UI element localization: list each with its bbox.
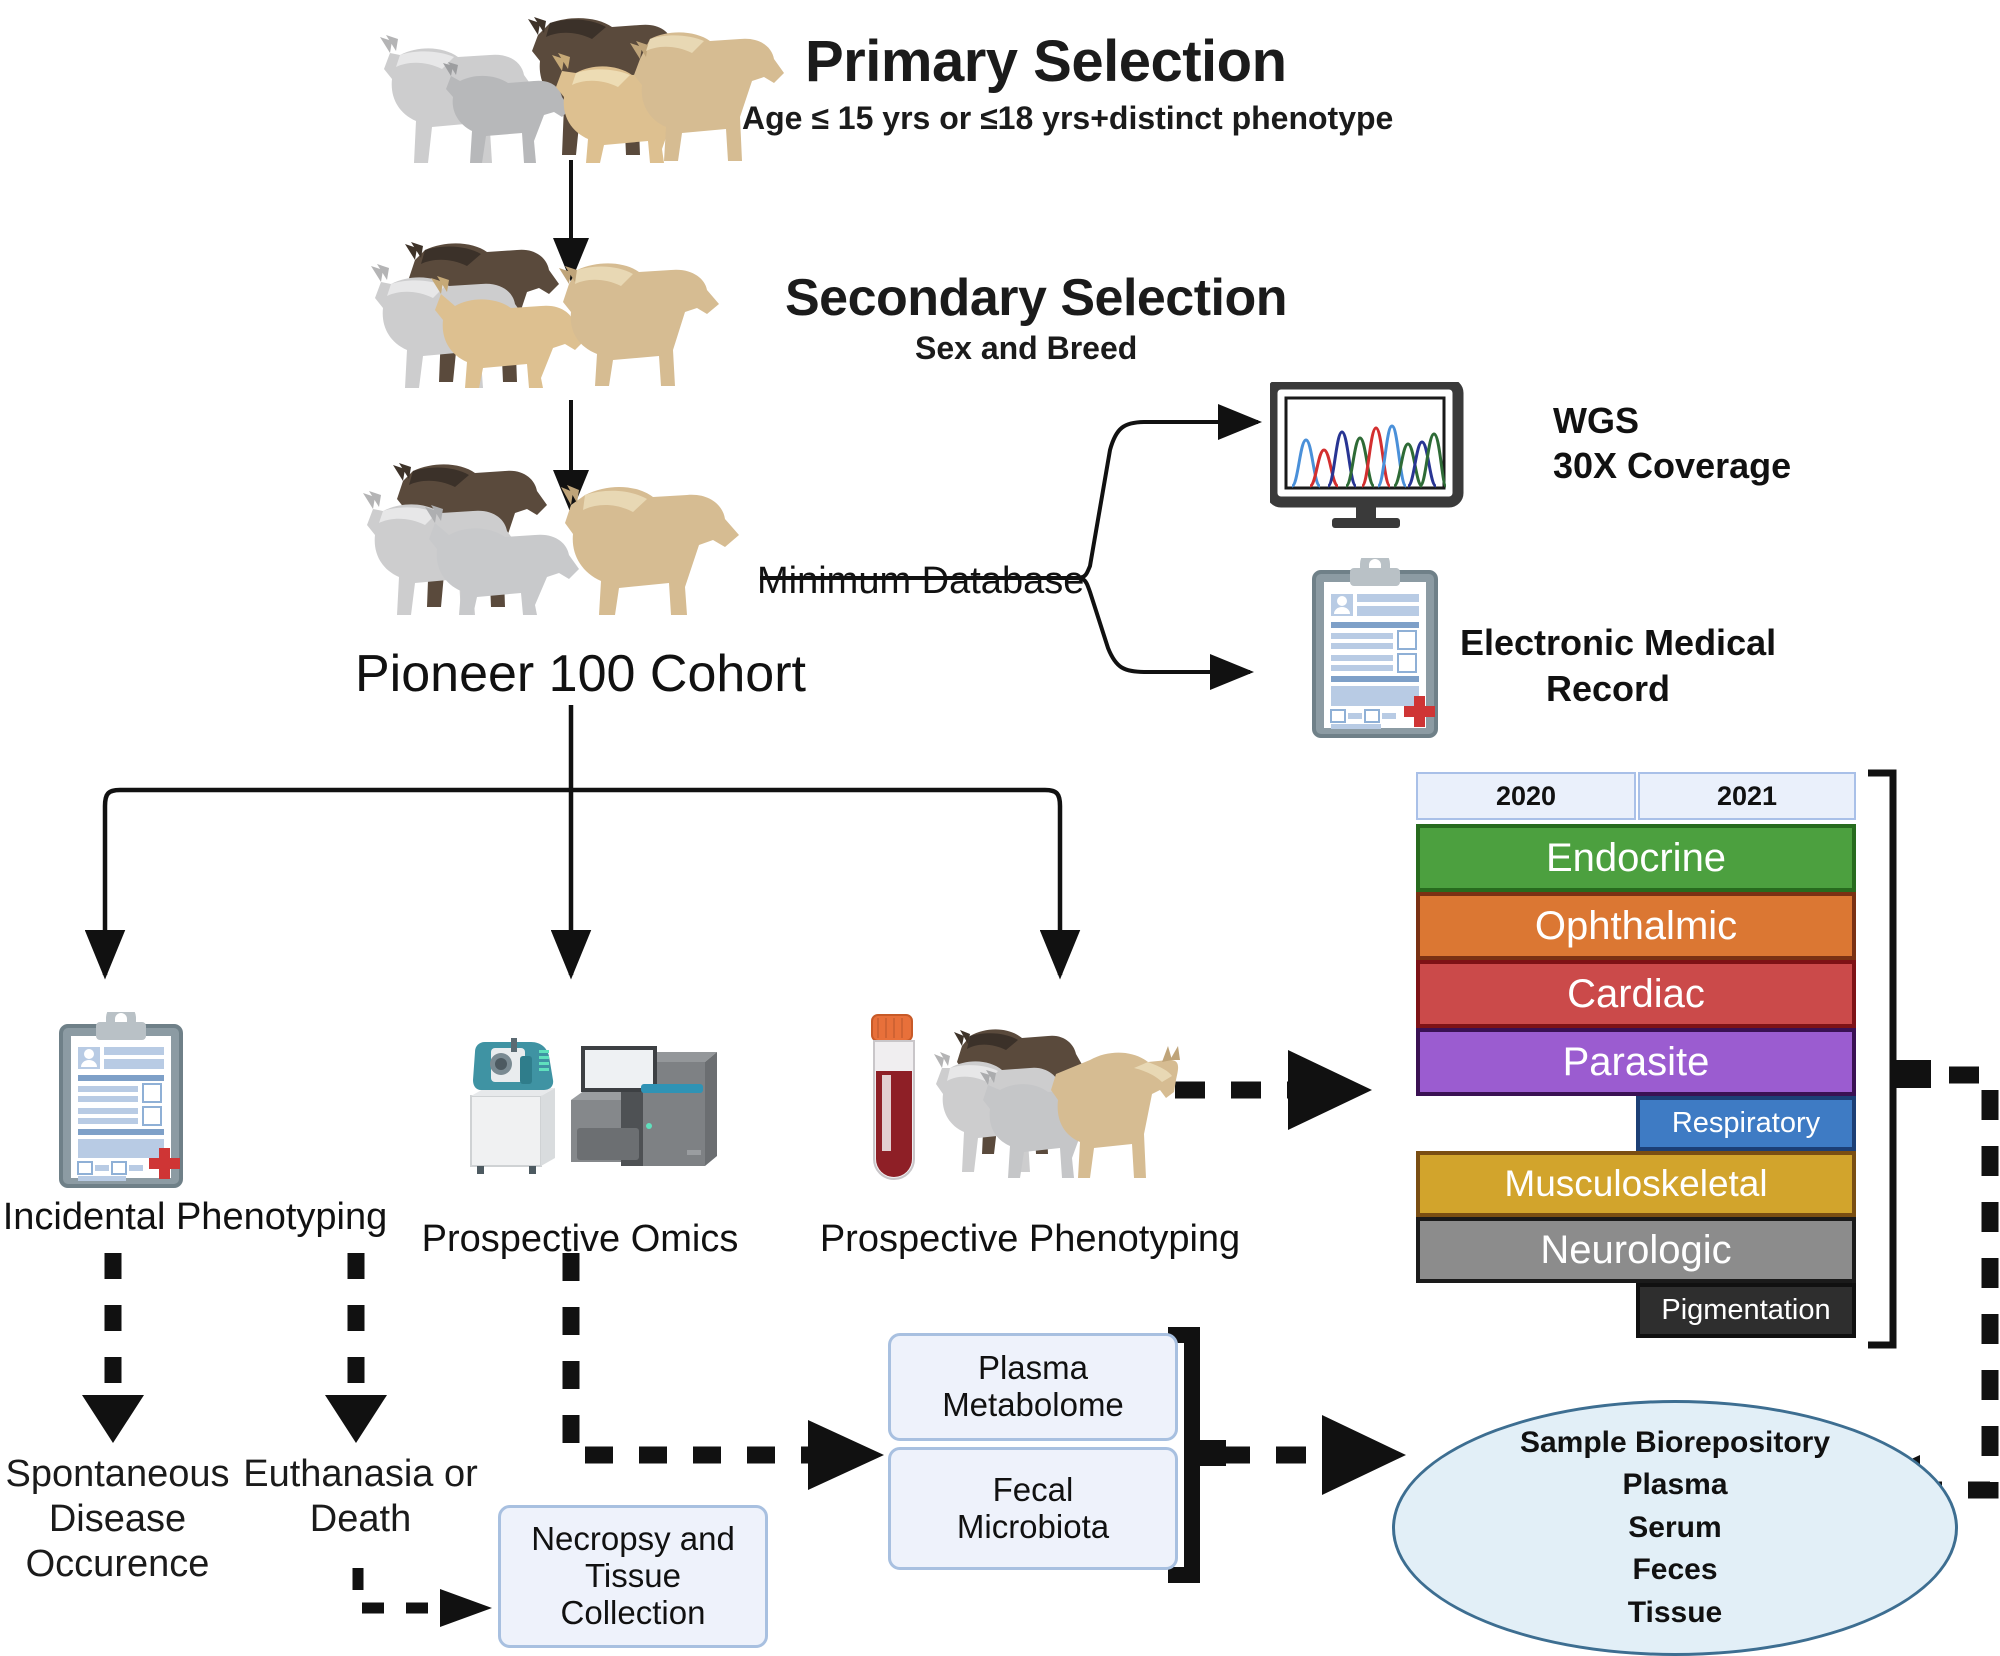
category-label-pigmentation: Pigmentation — [1661, 1294, 1831, 1326]
category-label-parasite: Parasite — [1562, 1039, 1710, 1084]
dashed-euthanasia-to-necropsy — [352, 1568, 440, 1614]
arrowhead-necropsy — [440, 1589, 492, 1627]
prospective-omics-label: Prospective Omics — [421, 1218, 739, 1260]
spontaneous-line-1: Spontaneous — [5, 1453, 230, 1495]
wgs-monitor-icon — [1266, 378, 1470, 530]
phenotyping-horse-group — [930, 1020, 1180, 1186]
category-bar-neurologic[interactable]: Neurologic — [1416, 1217, 1856, 1283]
prospective-phenotyping-label: Prospective Phenotyping — [819, 1218, 1241, 1260]
year-header-2020: 2020 — [1416, 772, 1636, 820]
fecal-line-1: Fecal — [992, 1470, 1074, 1508]
dashed-omics-to-samples — [562, 1253, 810, 1464]
secondary-selection-title: Secondary Selection — [785, 269, 1288, 327]
plasma-line-2: Metabolome — [942, 1386, 1124, 1423]
year-header-2021: 2021 — [1638, 772, 1856, 820]
plasma-metabolome-box[interactable]: Plasma Metabolome — [888, 1333, 1178, 1441]
category-bar-ophthalmic[interactable]: Ophthalmic — [1416, 892, 1856, 960]
fecal-microbiota-box[interactable]: Fecal Microbiota — [888, 1447, 1178, 1570]
biorepository-line-1: Sample Biorepository — [1519, 1425, 1831, 1459]
arrowhead-samples — [808, 1420, 884, 1490]
emr-label-line2: Record — [1546, 668, 1671, 709]
category-bar-cardiac[interactable]: Cardiac — [1416, 960, 1856, 1028]
category-label-respiratory: Respiratory — [1671, 1107, 1821, 1139]
blood-tube-icon — [862, 1013, 926, 1185]
cohort-label: Pioneer 100 Cohort — [355, 645, 806, 703]
necropsy-box[interactable]: Necropsy and Tissue Collection — [498, 1505, 768, 1648]
biorepository-line-5: Tissue — [1627, 1595, 1723, 1629]
bracket-stub — [1893, 1060, 1931, 1088]
arrowhead-biorepository — [1322, 1415, 1406, 1495]
biorepository-line-4: Feces — [1632, 1553, 1718, 1587]
arrowhead-euthanasia — [325, 1395, 387, 1443]
wgs-label-line2: 30X Coverage — [1553, 445, 1792, 486]
phenotype-category-chart: 2020 2021 Endocrine Ophthalmic Cardiac P… — [1416, 772, 1856, 1347]
wgs-label-line1: WGS — [1553, 400, 1639, 441]
branch-bus-left-corner — [84, 787, 126, 980]
category-bar-pigmentation[interactable]: Pigmentation — [1636, 1283, 1856, 1338]
category-label-cardiac: Cardiac — [1567, 971, 1705, 1016]
category-bar-respiratory[interactable]: Respiratory — [1636, 1096, 1856, 1151]
emr-label-line1: Electronic Medical — [1460, 622, 1777, 663]
omics-instruments-icon — [425, 1022, 725, 1194]
category-label-endocrine: Endocrine — [1545, 835, 1727, 880]
arrowhead-spontaneous — [82, 1395, 144, 1443]
dashed-categories-to-biorepository — [1893, 1066, 1999, 1499]
fecal-line-2: Microbiota — [956, 1507, 1110, 1545]
category-bracket — [1868, 769, 1897, 1349]
category-label-musculoskeletal: Musculoskeletal — [1504, 1163, 1768, 1204]
secondary-selection-subtitle: Sex and Breed — [915, 330, 1138, 366]
spontaneous-line-2: Disease — [48, 1497, 187, 1540]
category-bar-endocrine[interactable]: Endocrine — [1416, 824, 1856, 892]
horse-group-cohort — [355, 455, 775, 620]
arrowhead-categories — [1288, 1050, 1372, 1130]
euthanasia-line-1: Euthanasia or — [243, 1453, 478, 1495]
branch-bus-right-corner — [1039, 787, 1081, 980]
biorepository-line-3: Serum — [1628, 1510, 1722, 1544]
necropsy-line-2: Tissue — [585, 1557, 681, 1595]
incidental-phenotyping-label: Incidental Phenotyping — [2, 1196, 388, 1238]
arrow-cohort-to-wgs — [760, 404, 1262, 580]
sample-biorepository-ellipse[interactable]: Sample Biorepository Plasma Serum Feces … — [1392, 1400, 1958, 1656]
minimum-database-label: Minimum Database — [757, 560, 1085, 602]
category-label-ophthalmic: Ophthalmic — [1534, 903, 1738, 948]
necropsy-line-3: Collection — [560, 1593, 706, 1631]
primary-selection-subtitle: Age ≤ 15 yrs or ≤18 yrs+distinct phenoty… — [742, 100, 1394, 136]
category-bar-musculoskeletal[interactable]: Musculoskeletal — [1416, 1151, 1856, 1217]
emr-clipboard-icon — [1300, 549, 1450, 740]
spontaneous-disease-label: Spontaneous Disease Occurence — [0, 1452, 235, 1586]
spontaneous-line-3: Occurence — [25, 1542, 210, 1585]
plasma-line-1: Plasma — [977, 1349, 1089, 1387]
incidental-clipboard-icon — [48, 1003, 196, 1190]
horse-group-primary — [340, 5, 790, 165]
biorepository-line-2: Plasma — [1622, 1468, 1728, 1502]
euthanasia-line-2: Death — [309, 1497, 412, 1540]
necropsy-line-1: Necropsy and — [531, 1520, 735, 1558]
category-bar-parasite[interactable]: Parasite — [1416, 1028, 1856, 1096]
primary-selection-title: Primary Selection — [805, 29, 1287, 94]
samples-bracket-stub — [1192, 1440, 1226, 1466]
euthanasia-death-label: Euthanasia or Death — [238, 1452, 483, 1542]
category-label-neurologic: Neurologic — [1540, 1227, 1732, 1272]
horse-group-secondary — [355, 230, 775, 390]
